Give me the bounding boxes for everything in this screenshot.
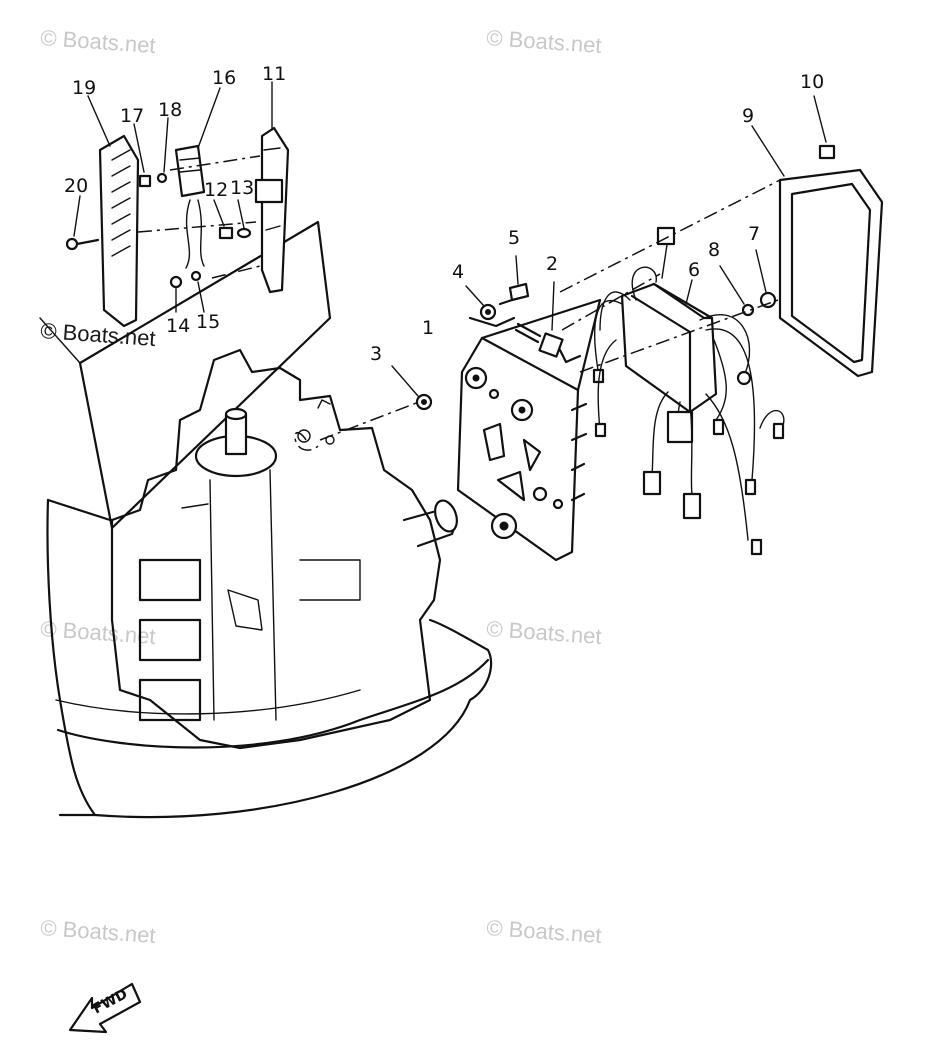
part-11-bracket [254, 81, 290, 294]
part-3-grommet [391, 365, 433, 411]
part-9-cover [751, 125, 884, 378]
part-14-15-fasteners [169, 199, 261, 313]
callout-20: 20 [64, 175, 88, 197]
assembly-line [579, 299, 779, 373]
inset-outline [78, 220, 332, 530]
callout-3: 3 [370, 343, 382, 365]
callout-13: 13 [230, 177, 254, 199]
callout-11: 11 [262, 63, 286, 85]
watermark: © Boats.net [486, 915, 603, 948]
fwd-arrow-icon [68, 982, 142, 1034]
watermark: © Boats.net [40, 25, 157, 58]
parts-7-8-fasteners [719, 249, 777, 317]
callout-9: 9 [742, 105, 754, 127]
callout-14: 14 [166, 315, 190, 337]
callout-19: 19 [72, 77, 96, 99]
part-12-13-fasteners [213, 199, 252, 240]
callout-6: 6 [688, 259, 700, 281]
callout-17: 17 [120, 105, 144, 127]
part-17-18-fasteners [133, 117, 169, 188]
callout-12: 12 [204, 179, 228, 201]
callout-5: 5 [508, 227, 520, 249]
assembly-line [561, 273, 661, 331]
part-2-switch [514, 281, 582, 364]
watermark: © Boats.net [40, 616, 157, 649]
parts-4-5-fasteners [465, 255, 530, 328]
powerhead [110, 348, 458, 750]
callout-15: 15 [196, 311, 220, 333]
assembly-line [137, 221, 257, 233]
part-1-bracket [456, 298, 602, 562]
assembly-line [319, 399, 425, 441]
callout-7: 7 [748, 223, 760, 245]
part-10-screw [813, 95, 836, 160]
part-6-cdi-unit [592, 226, 785, 556]
watermark: © Boats.net [40, 318, 157, 351]
assembly-line [169, 155, 261, 171]
callout-1: 1 [422, 317, 434, 339]
detail-inset-frame [39, 220, 332, 530]
part-19-cover [87, 95, 140, 328]
bottom-cowling [46, 498, 493, 819]
watermark: © Boats.net [486, 25, 603, 58]
mount-point [294, 432, 319, 451]
callout-4: 4 [452, 261, 464, 283]
callout-labels: 1 2 3 4 5 6 7 8 9 10 11 12 13 14 15 16 1… [64, 63, 824, 365]
callout-16: 16 [212, 67, 236, 89]
watermark: © Boats.net [486, 616, 603, 649]
callout-18: 18 [158, 99, 182, 121]
part-20-bolt [65, 195, 100, 251]
callout-10: 10 [800, 71, 824, 93]
part-16-switch [174, 87, 221, 198]
callout-8: 8 [708, 239, 720, 261]
watermark: © Boats.net [40, 915, 157, 948]
fwd-arrow-badge: FWD [68, 982, 142, 1034]
callout-2: 2 [546, 253, 558, 275]
